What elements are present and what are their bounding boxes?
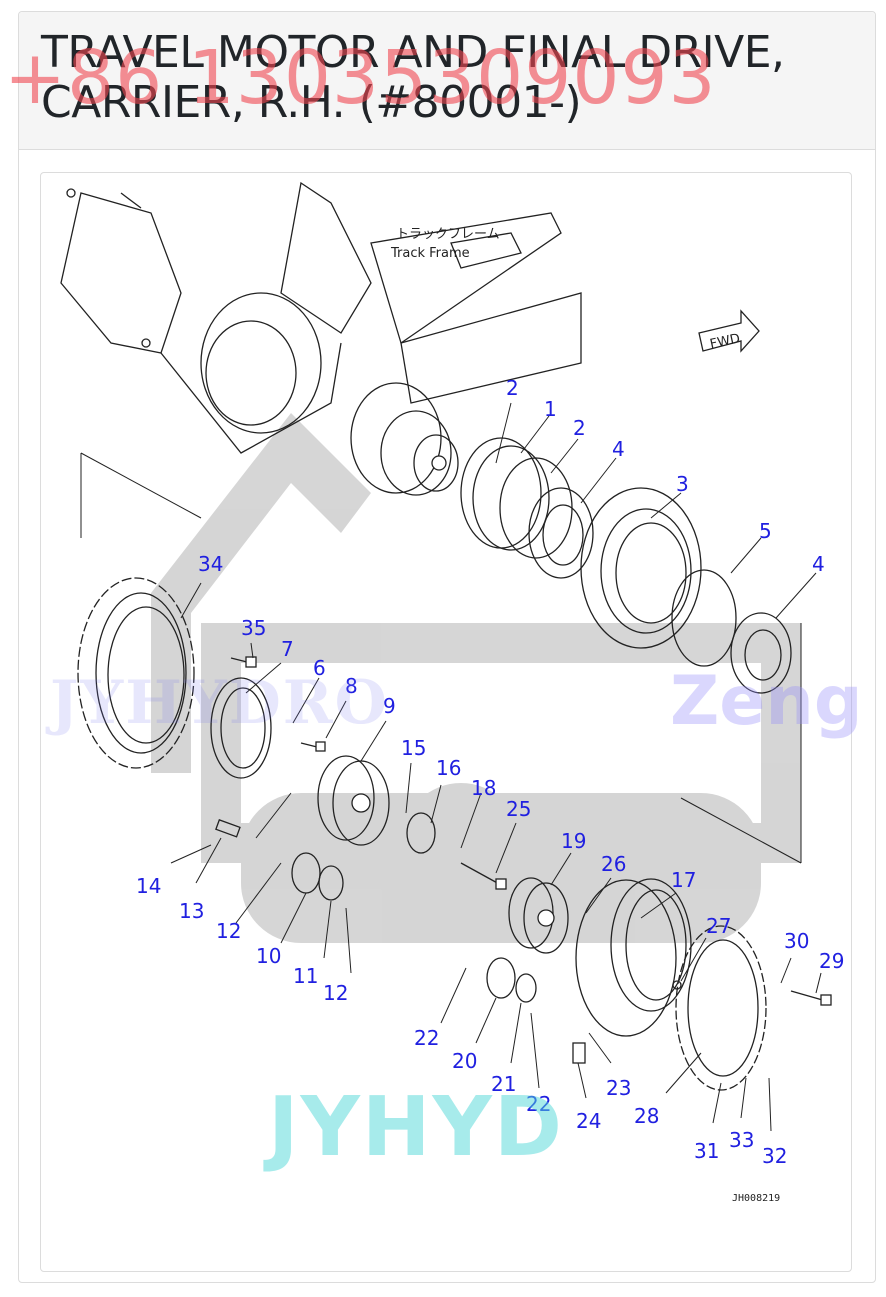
o-ring-drawing [671, 569, 737, 667]
leader-lines [170, 402, 822, 1132]
callout-5: 5 [759, 519, 772, 543]
exploded-view-drawing: トラックフレーム Track Frame FWD [60, 181, 844, 1168]
callout-4b: 4 [812, 552, 825, 576]
callout-12: 12 [216, 919, 241, 943]
card-header: TRAVEL MOTOR AND FINAL DRIVE, CARRIER, R… [19, 12, 875, 150]
callout-25: 25 [506, 797, 531, 821]
callout-35: 35 [241, 616, 266, 640]
callout-1: 1 [544, 397, 557, 421]
callout-11: 11 [293, 964, 318, 988]
callout-8: 8 [345, 674, 358, 698]
callout-4: 4 [612, 437, 625, 461]
brand-bottom-watermark: JYHYD [268, 1080, 564, 1175]
drawing-code: JH008219 [732, 1193, 781, 1204]
pin-drawing-2 [215, 819, 241, 838]
travel-motor-drawing [350, 382, 459, 496]
callout-2b: 2 [573, 416, 586, 440]
callout-7: 7 [281, 637, 294, 661]
callout-17: 17 [671, 868, 696, 892]
callout-22b: 22 [526, 1092, 551, 1116]
callout-2: 2 [506, 376, 519, 400]
seal-rings-drawing [460, 437, 573, 559]
callout-10: 10 [256, 944, 281, 968]
callout-16: 16 [436, 756, 461, 780]
bearing-drawing [528, 487, 594, 579]
fwd-arrow-icon: FWD [698, 309, 760, 353]
pin-drawing [572, 1042, 586, 1064]
hub-drawing [580, 487, 702, 649]
brand-watermark: Zeng [670, 662, 863, 741]
callout-26: 26 [601, 852, 626, 876]
callout-31: 31 [694, 1139, 719, 1163]
bearing-drawing-2 [730, 612, 792, 694]
phone-watermark: +86 13035309093 [4, 35, 717, 121]
track-frame-label: Track Frame [390, 246, 470, 261]
guide-lines [80, 452, 802, 864]
callout-12b: 12 [323, 981, 348, 1005]
page-title: TRAVEL MOTOR AND FINAL DRIVE, CARRIER, R… [41, 27, 785, 128]
callout-9: 9 [383, 694, 396, 718]
fwd-label: FWD [709, 331, 742, 352]
callout-6: 6 [313, 656, 326, 680]
track-frame-drawing: トラックフレーム Track Frame [60, 181, 582, 454]
callout-20: 20 [452, 1049, 477, 1073]
callout-34: 34 [198, 552, 223, 576]
callout-15: 15 [401, 736, 426, 760]
sprocket-drawing [77, 577, 195, 769]
ring-gear-drawing [575, 878, 692, 1037]
cover-drawing [675, 925, 767, 1091]
callout-18: 18 [471, 776, 496, 800]
callout-14: 14 [136, 874, 161, 898]
callout-21: 21 [491, 1072, 516, 1096]
callout-33: 33 [729, 1128, 754, 1152]
callout-30: 30 [784, 929, 809, 953]
ball-drawing [672, 980, 682, 990]
callout-22: 22 [414, 1026, 439, 1050]
callout-29: 29 [819, 949, 844, 973]
callout-27: 27 [706, 914, 731, 938]
bolts-drawing [230, 656, 832, 1006]
callout-24: 24 [576, 1109, 601, 1133]
callout-3: 3 [676, 472, 689, 496]
callout-32: 32 [762, 1144, 787, 1168]
planet-gears-drawing [291, 812, 537, 1003]
track-frame-jp-label: トラックフレーム [396, 227, 500, 242]
callout-labels: 2 1 2 4 3 5 4 34 35 7 6 8 9 15 16 18 25 … [136, 376, 844, 1168]
parts-diagram: トラックフレーム Track Frame FWD [40, 172, 852, 1272]
callout-28: 28 [634, 1104, 659, 1128]
carrier-drawing-2 [508, 877, 569, 954]
callout-23: 23 [606, 1076, 631, 1100]
ring-drawing [210, 677, 272, 779]
brand-logo-watermark: JYHYDRO [50, 668, 389, 738]
callout-19: 19 [561, 829, 586, 853]
background-logo-shape [151, 413, 801, 943]
callout-13: 13 [179, 899, 204, 923]
